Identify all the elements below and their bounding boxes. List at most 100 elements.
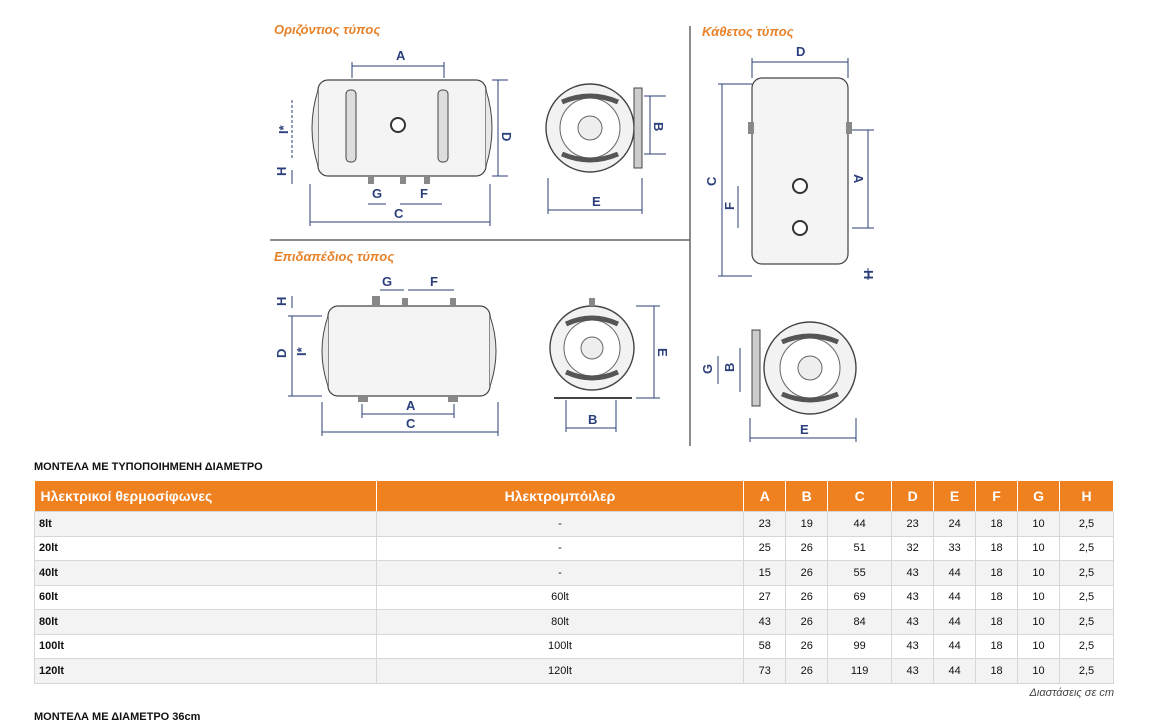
cell-b: 26 [785,560,829,586]
cell-a: 25 [743,535,787,561]
cell-g: 10 [1017,584,1061,610]
dim-label-a-floor: A [406,398,416,413]
cell-d: 43 [891,584,935,610]
cell-b: 26 [785,633,829,659]
cell-h: 2,5 [1059,560,1114,586]
cell-h: 2,5 [1059,511,1114,537]
cell-f: 18 [975,560,1019,586]
cell-c: 84 [827,609,893,635]
cell-h: 2,5 [1059,633,1114,659]
horizontal-type-label: Οριζόντιος τύπος [274,22,381,37]
dim-label-f-vertical: F [722,202,737,210]
cell-f: 18 [975,609,1019,635]
dim-label-h-vertical: H [861,270,876,279]
dim-label-b-vertical: B [722,363,737,372]
dim-label-a-vertical: A [851,174,866,184]
cell-e: 44 [933,560,977,586]
dim-label-d: D [499,132,514,141]
cell-boiler: - [375,511,745,537]
dim-label-f: F [420,186,428,201]
horizontal-side-view: A D C G F H I* [274,48,514,226]
cell-d: 43 [891,560,935,586]
table-row: 120lt 120lt 73 26 119 43 44 18 10 2,5 [34,658,1114,684]
dim-label-b: B [651,122,666,131]
dim-label-i-floor: I* [294,346,309,356]
diagram-drawing: A D C G F H I* B E [270,26,876,446]
cell-g: 10 [1017,560,1061,586]
cell-b: 19 [785,511,829,537]
cell-g: 10 [1017,511,1061,537]
units-note: Διαστάσεις σε cm [1029,687,1114,699]
dim-label-c-vertical: C [704,176,719,186]
cell-boiler: - [375,535,745,561]
dim-label-e-floor: E [655,348,670,357]
cell-f: 18 [975,658,1019,684]
cell-model: 120lt [34,658,377,684]
horizontal-end-view: B E [545,83,666,214]
cell-e: 44 [933,633,977,659]
cell-c: 99 [827,633,893,659]
table-row: 60lt 60lt 27 26 69 43 44 18 10 2,5 [34,584,1114,610]
cell-model: 20lt [34,535,377,561]
technical-diagrams: Οριζόντιος τύπος Κάθετος τύπος Επιδαπέδι… [262,18,882,450]
cell-g: 10 [1017,658,1061,684]
cell-h: 2,5 [1059,535,1114,561]
cell-d: 23 [891,511,935,537]
col-header-a: A [743,481,787,512]
floor-type-label: Επιδαπέδιος τύπος [274,249,395,264]
cell-h: 2,5 [1059,584,1114,610]
cell-c: 55 [827,560,893,586]
cell-f: 18 [975,633,1019,659]
dim-label-b-floor: B [588,412,597,427]
dim-label-f-floor: F [430,274,438,289]
dim-label-c-floor: C [406,416,416,431]
cell-e: 44 [933,609,977,635]
cell-c: 44 [827,511,893,537]
cell-a: 58 [743,633,787,659]
section-heading: ΜΟΝΤΕΛΑ ΜΕ ΤΥΠΟΠΟΙΗΜΕΝΗ ΔΙΑΜΕΤΡΟ [34,461,263,473]
cell-c: 119 [827,658,893,684]
cell-boiler: 80lt [375,609,745,635]
dim-label-h: H [274,167,289,176]
cell-c: 51 [827,535,893,561]
cell-f: 18 [975,535,1019,561]
cell-d: 43 [891,658,935,684]
cell-e: 24 [933,511,977,537]
cell-d: 43 [891,633,935,659]
dim-label-h-floor: H [274,297,289,306]
dim-label-g-vertical: G [700,364,715,374]
table-row: 20lt - 25 26 51 32 33 18 10 2,5 [34,535,1114,561]
col-header-boiler: Ηλεκτρομπόιλερ [376,481,745,512]
cell-b: 26 [785,584,829,610]
cell-model: 60lt [34,584,377,610]
cell-d: 32 [891,535,935,561]
col-header-f: F [975,481,1019,512]
col-header-h: H [1059,481,1114,512]
cell-model: 100lt [34,633,377,659]
cell-a: 43 [743,609,787,635]
vertical-end-view: E B G [700,321,857,442]
table-row: 8lt - 23 19 44 23 24 18 10 2,5 [34,511,1114,537]
cell-d: 43 [891,609,935,635]
vertical-type-label: Κάθετος τύπος [702,24,794,39]
cell-h: 2,5 [1059,658,1114,684]
cell-model: 8lt [34,511,377,537]
col-header-b: B [785,481,829,512]
table-header-row: Ηλεκτρικοί θερμοσίφωνες Ηλεκτρομπόιλερ A… [34,481,1114,512]
cell-a: 73 [743,658,787,684]
table-row: 40lt - 15 26 55 43 44 18 10 2,5 [34,560,1114,586]
cell-a: 15 [743,560,787,586]
col-header-c: C [827,481,893,512]
floor-end-view: B E [549,298,670,432]
cell-f: 18 [975,584,1019,610]
floor-side-view: A C D H G F I* [274,274,499,436]
col-header-e: E [933,481,977,512]
dim-label-a: A [396,48,406,63]
dim-label-e-vertical: E [800,422,809,437]
vertical-side-view: D C A F H [704,44,876,280]
next-section-heading: ΜΟΝΤΕΛΑ ΜΕ ΔΙΑΜΕΤΡΟ 36cm [34,711,201,723]
cell-boiler: 60lt [375,584,745,610]
cell-e: 33 [933,535,977,561]
cell-g: 10 [1017,535,1061,561]
table-row: 80lt 80lt 43 26 84 43 44 18 10 2,5 [34,609,1114,635]
